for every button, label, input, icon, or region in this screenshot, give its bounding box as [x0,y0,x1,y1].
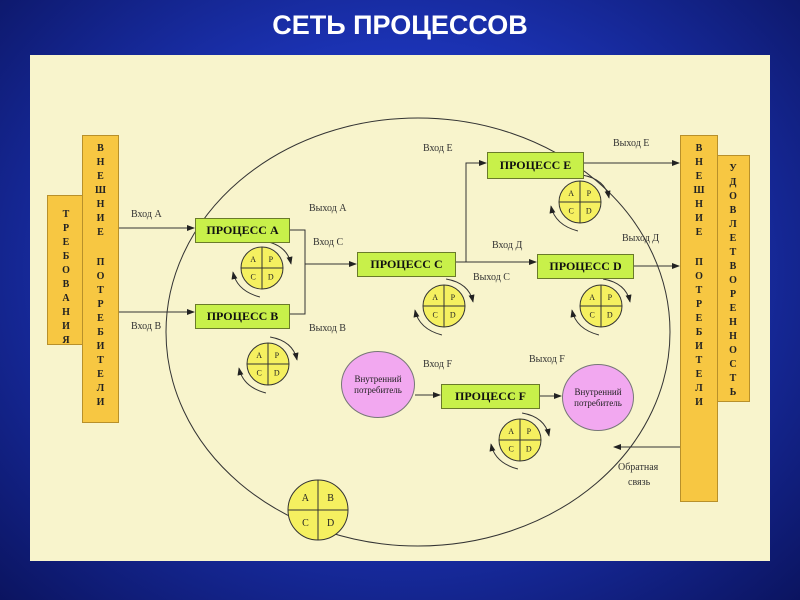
diagram-panel [30,55,770,561]
pdca-process-a: A P C D [231,240,293,298]
requirements-text: ТРЕБОВАНИЯ [62,209,70,346]
internal-consumer-right: Внутренний потребитель [562,364,634,431]
pdca-process-b: A P C D [237,336,299,394]
process-c: ПРОЦЕСС С [357,252,456,277]
label-out-d: Выход Д [622,233,660,244]
consumers-text-1: ВНЕШНИЕ [693,143,705,238]
internal-consumer-left: Внутренний потребитель [341,351,415,418]
pdca-letter-a: A [302,493,310,504]
cycle-arrow-icon [549,205,579,232]
label-in-a: Вход А [131,209,162,220]
process-b: ПРОЦЕСС В [195,304,290,329]
pdca-letter-p: P [608,293,613,302]
pdca-letter-a: A [508,427,514,436]
pdca-letter-p: P [275,351,280,360]
pdca-letter-d: D [268,273,274,282]
label-out-f: Выход F [529,354,565,365]
pdca-letter-a: A [256,351,262,360]
cycle-arrow-icon [270,336,299,361]
pdca-letter-c: C [302,518,309,529]
label-out-b: Выход В [309,323,346,334]
pdca-process-e: A P C D [549,174,611,232]
satisfaction-bar: УДОВЛЕТВОРЕННОСТЬ [716,155,750,402]
pdca-letter-a: A [568,189,574,198]
cycle-arrow-icon [582,174,611,199]
label-feedback-2: связь [628,477,651,488]
pdca-letter-c: C [509,445,514,454]
label-out-c: Выход С [473,272,510,283]
external-consumers-left: ВНЕШНИЕ ПОТРЕБИТЕЛИ [82,135,119,423]
pdca-letter-c: C [251,273,256,282]
process-f: ПРОЦЕСС F [441,384,540,409]
label-out-e: Выход Е [613,138,650,149]
pdca-letter-c: C [590,311,595,320]
pdca-letter-a: A [589,293,595,302]
pdca-letter-a: A [432,293,438,302]
label-in-f: Вход F [423,359,453,370]
pdca-process-d: A P C D [570,278,632,336]
label-feedback-1: Обратная [618,462,659,473]
pdca-letter-c: C [433,311,438,320]
label-in-d: Вход Д [492,240,523,251]
satisfaction-text: УДОВЛЕТВОРЕННОСТЬ [729,163,737,398]
pdca-letter-a: A [250,255,256,264]
cycle-arrow-icon [413,309,443,336]
pdca-letter-c: C [257,369,262,378]
label-in-b: Вход В [131,321,162,332]
cycle-arrow-icon [522,412,551,437]
label-in-e: Вход Е [423,143,453,154]
connector-ab [290,229,306,315]
requirements-bar: ТРЕБОВАНИЯ [47,195,85,346]
process-d: ПРОЦЕСС D [537,254,634,279]
label-out-a: Выход А [309,203,347,214]
arrow-in-e [465,160,487,262]
cycle-arrow-icon [603,278,632,303]
pdca-letter-p: P [587,189,592,198]
process-e: ПРОЦЕСС Е [487,152,584,179]
pdca-letter-b: B [327,493,334,504]
external-consumers-right: ВНЕШНИЕ ПОТРЕБИТЕЛИ [680,135,718,502]
pdca-process-f: A P C D [489,412,551,470]
cycle-arrow-icon [446,278,475,303]
process-a: ПРОЦЕСС А [195,218,290,243]
label-in-c: Вход С [313,237,344,248]
slide-title: СЕТЬ ПРОЦЕССОВ [272,10,528,40]
pdca-letter-d: D [526,445,532,454]
cycle-arrow-icon [570,309,600,336]
cycle-arrow-icon [237,367,267,394]
pdca-letter-d: D [274,369,280,378]
consumers-text-2: ПОТРЕБИТЕЛИ [695,257,703,408]
consumers-text-1: ВНЕШНИЕ [95,143,106,238]
pdca-letter-d: D [586,207,592,216]
pdca-letter-d: D [607,311,613,320]
pdca-letter-d: D [450,311,456,320]
pdca-letter-p: P [527,427,532,436]
pdca-letter-d: D [327,518,334,529]
cycle-arrow-icon [231,271,261,298]
pdca-letter-c: C [569,207,574,216]
pdca-letter-p: P [451,293,456,302]
organization-boundary [165,117,671,547]
pdca-organization: A B C D [287,479,349,541]
pdca-process-c: A P C D [413,278,475,336]
consumers-text-2: ПОТРЕБИТЕЛИ [96,257,105,408]
cycle-arrow-icon [489,443,519,470]
pdca-letter-p: P [269,255,274,264]
